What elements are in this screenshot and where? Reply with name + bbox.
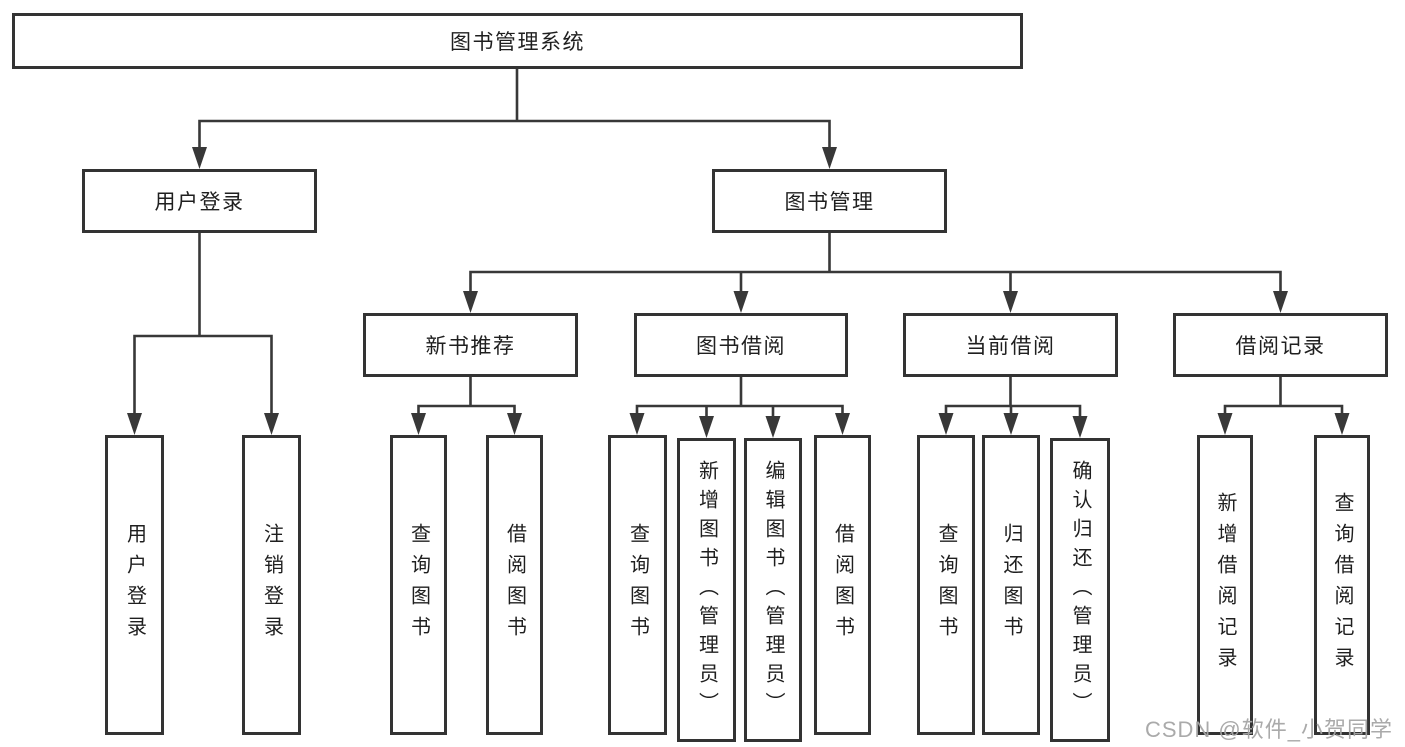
- node-book-borrowing-label: 图书借阅: [696, 335, 786, 358]
- leaf-logout: 注销登录: [242, 435, 301, 735]
- leaf-recommend-borrow-books: 借阅图书: [486, 435, 543, 735]
- leaf-borrowing-edit-books-admin-label: 编辑图书（管理员）: [762, 459, 784, 721]
- node-current-borrowing-label: 当前借阅: [965, 335, 1056, 358]
- node-current-borrowing: 当前借阅: [903, 313, 1118, 377]
- leaf-records-add-borrow-record: 新增借阅记录: [1197, 435, 1253, 735]
- leaf-recommend-query-books: 查询图书: [390, 435, 447, 735]
- tree-connector-path: [133, 66, 1344, 421]
- leaf-current-confirm-return-admin: 确认归还（管理员）: [1050, 438, 1110, 742]
- leaf-current-return-books-label: 归还图书: [1000, 523, 1022, 647]
- node-book-borrowing: 图书借阅: [634, 313, 848, 377]
- leaf-records-query-borrow-record-label: 查询借阅记录: [1331, 492, 1353, 678]
- node-new-book-recommend: 新书推荐: [363, 313, 578, 377]
- leaf-user-login-label: 用户登录: [123, 523, 146, 647]
- leaf-borrowing-add-books-admin-label: 新增图书（管理员）: [695, 459, 718, 721]
- leaf-current-return-books: 归还图书: [982, 435, 1040, 735]
- leaf-logout-label: 注销登录: [260, 523, 283, 647]
- leaf-current-query-books-label: 查询图书: [935, 523, 957, 647]
- node-borrowing-records-label: 借阅记录: [1235, 335, 1326, 358]
- node-library-management-system: 图书管理系统: [12, 13, 1023, 69]
- arrowheads: [127, 147, 1350, 438]
- node-user-login-label: 用户登录: [154, 191, 245, 214]
- leaf-recommend-query-books-label: 查询图书: [407, 523, 430, 647]
- node-user-login: 用户登录: [82, 169, 317, 233]
- leaf-records-add-borrow-record-label: 新增借阅记录: [1214, 492, 1236, 678]
- node-book-management-label: 图书管理: [784, 191, 875, 214]
- leaf-borrowing-query-books-label: 查询图书: [626, 523, 649, 647]
- node-library-management-system-label: 图书管理系统: [450, 31, 585, 54]
- leaf-records-query-borrow-record: 查询借阅记录: [1314, 435, 1370, 735]
- node-new-book-recommend-label: 新书推荐: [425, 335, 516, 358]
- node-book-management: 图书管理: [712, 169, 947, 233]
- leaf-borrowing-borrow-books-label: 借阅图书: [831, 523, 854, 647]
- leaf-borrowing-query-books: 查询图书: [608, 435, 667, 735]
- leaf-user-login: 用户登录: [105, 435, 164, 735]
- leaf-current-query-books: 查询图书: [917, 435, 975, 735]
- leaf-current-confirm-return-admin-label: 确认归还（管理员）: [1069, 459, 1091, 721]
- csdn-watermark: CSDN @软件_小贺同学: [1144, 717, 1393, 742]
- leaf-borrowing-edit-books-admin: 编辑图书（管理员）: [744, 438, 802, 742]
- leaf-recommend-borrow-books-label: 借阅图书: [503, 523, 526, 647]
- leaf-borrowing-borrow-books: 借阅图书: [814, 435, 871, 735]
- node-borrowing-records: 借阅记录: [1173, 313, 1388, 377]
- leaf-borrowing-add-books-admin: 新增图书（管理员）: [677, 438, 736, 742]
